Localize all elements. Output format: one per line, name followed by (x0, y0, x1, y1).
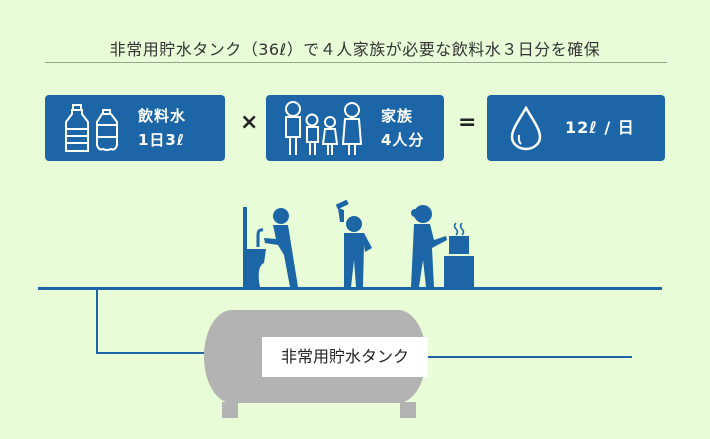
washing-hands-icon (243, 207, 298, 287)
water-pipe-inlet (96, 352, 206, 354)
family-icon (285, 101, 363, 155)
water-drop-icon (510, 105, 542, 151)
tank-leg-right (400, 402, 416, 418)
tank-label: 非常用貯水タンク (262, 337, 428, 377)
water-bottles-icon (65, 104, 118, 152)
equals-sign: = (458, 110, 477, 135)
water-pipe-riser (96, 289, 98, 353)
water-pipe-upper (38, 287, 662, 290)
water-pipe-outlet (424, 356, 632, 358)
daily-total-label: 12ℓ / 日 (565, 118, 635, 137)
multiply-sign: × (240, 110, 259, 135)
card-label-line1: 飲料水 (138, 107, 187, 125)
tank-leg-left (222, 402, 238, 418)
family-card: 家族 4人分 (266, 95, 444, 161)
drinking-water-card: 飲料水 1日3ℓ (45, 95, 225, 161)
page-title: 非常用貯水タンク（36ℓ）で４人家族が必要な飲料水３日分を確保 (109, 40, 601, 59)
title-divider (45, 62, 667, 63)
cooking-icon (411, 205, 474, 287)
daily-total-card: 12ℓ / 日 (487, 95, 665, 161)
card-label-line1: 家族 (381, 107, 414, 125)
card-label-line2: 4人分 (381, 131, 425, 149)
card-label-line2: 1日3ℓ (138, 131, 185, 149)
drinking-icon (335, 200, 372, 287)
